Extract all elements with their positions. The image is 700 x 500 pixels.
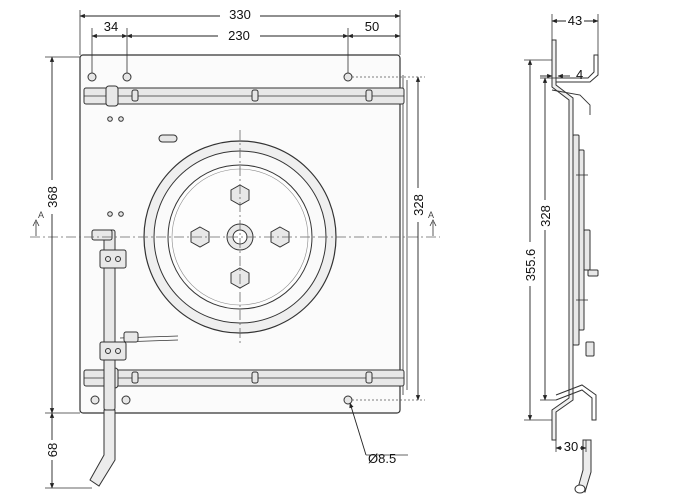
side-plate-profile bbox=[551, 39, 574, 441]
top-slide-rail bbox=[83, 85, 405, 107]
front-view: A A 330 34 230 50 368 68 bbox=[30, 7, 440, 489]
latch-mechanism bbox=[91, 229, 179, 411]
section-mark-right: A bbox=[428, 210, 434, 220]
dim-hole-height: 328 bbox=[411, 194, 426, 216]
dim-overall-height: 368 bbox=[45, 186, 60, 208]
mounting-hole-top-right bbox=[343, 72, 353, 82]
dim-overall-depth: 43 bbox=[568, 13, 582, 28]
dim-overall-width: 330 bbox=[229, 7, 251, 22]
release-handle bbox=[89, 409, 116, 487]
dim-side-overall-height: 355.6 bbox=[523, 249, 538, 282]
mounting-hole-bottom-right bbox=[343, 395, 353, 405]
mounting-hole-top-left-1 bbox=[87, 72, 97, 82]
dim-side-hole-height: 328 bbox=[538, 205, 553, 227]
hex-bolt-right bbox=[270, 226, 290, 248]
mounting-hole-bottom-mid bbox=[121, 395, 131, 405]
mounting-hole-bottom-left bbox=[90, 395, 100, 405]
side-view: 43 4 328 355.6 30 bbox=[522, 13, 599, 494]
swivel-turntable bbox=[143, 140, 337, 334]
section-mark-left: A bbox=[38, 210, 44, 220]
dim-offset-right: 50 bbox=[365, 19, 379, 34]
dim-handle-length: 68 bbox=[45, 443, 60, 457]
dim-bottom-width: 30 bbox=[564, 439, 578, 454]
dim-offset-left: 34 bbox=[104, 19, 118, 34]
dim-hole-diameter: Ø8.5 bbox=[368, 451, 396, 466]
dim-plate-thickness: 4 bbox=[576, 67, 583, 82]
mounting-hole-top-left-2 bbox=[122, 72, 132, 82]
bottom-slide-rail bbox=[83, 367, 405, 389]
dim-hole-spacing: 230 bbox=[228, 28, 250, 43]
side-release-handle bbox=[577, 439, 592, 493]
